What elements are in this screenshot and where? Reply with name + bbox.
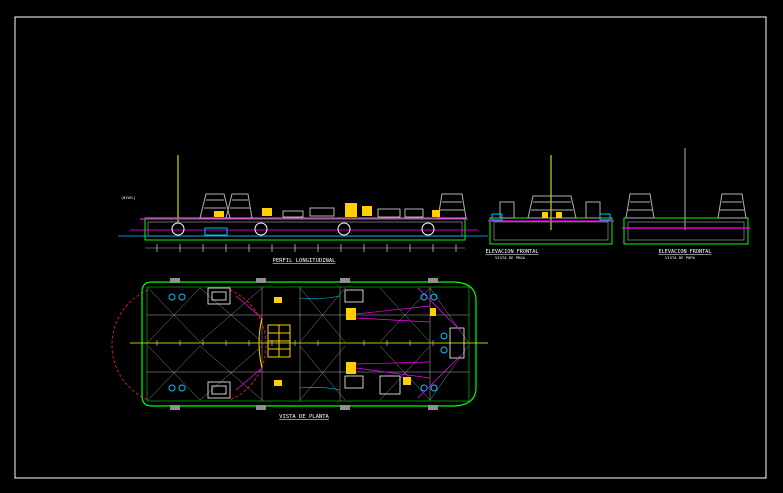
front-sub-stern: VISTA DE POPA (665, 255, 695, 260)
longitudinal-profile-view: (NIVEL) PERFIL LONGITUDINAL (118, 155, 488, 264)
front-sub-bow: VISTA DE PROA (495, 255, 525, 260)
profile-hull (144, 217, 466, 241)
front-title-stern: ELEVACION FRONTAL (658, 249, 711, 255)
plan-view: VISTA DE PLANTA (111, 278, 488, 420)
drawing-frame (14, 16, 767, 479)
plan-hull-outline (141, 281, 477, 407)
front-title-bow: ELEVACION FRONTAL (485, 249, 538, 255)
front-elevation-bow: ELEVACION FRONTAL VISTA DE PROA (485, 155, 614, 260)
plan-title: VISTA DE PLANTA (279, 414, 329, 420)
profile-tag: (NIVEL) (121, 196, 136, 200)
profile-title: PERFIL LONGITUDINAL (273, 258, 337, 264)
front-elevation-stern: ELEVACION FRONTAL VISTA DE POPA (622, 148, 750, 260)
